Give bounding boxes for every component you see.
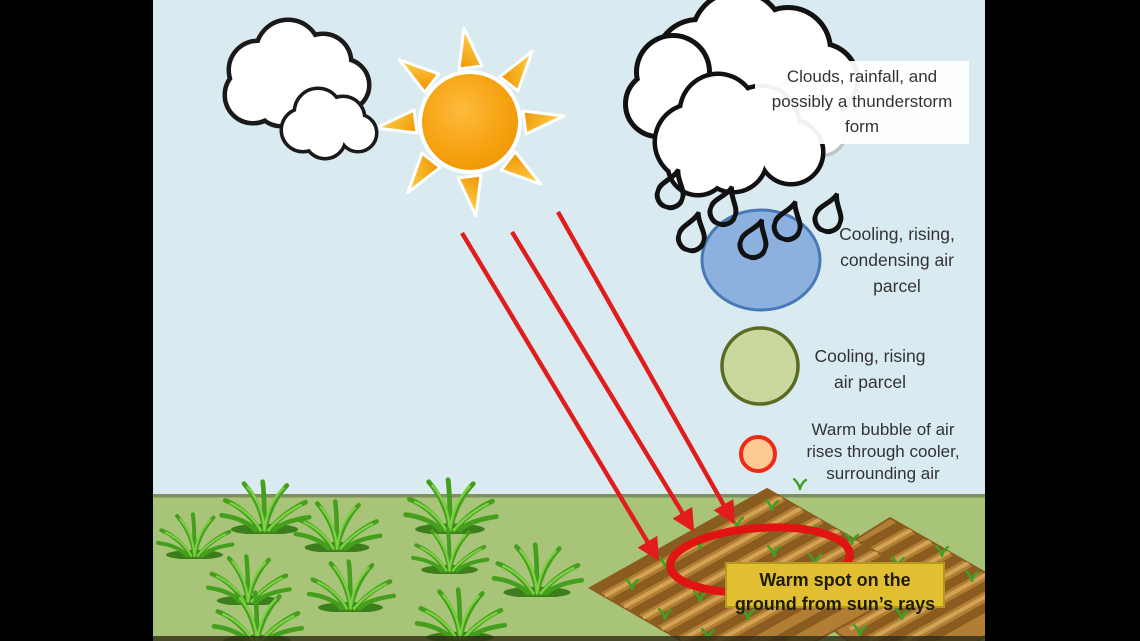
condensing-label-line: condensing air xyxy=(840,250,954,270)
storm-label-line: possibly a thunderstorm xyxy=(771,92,953,111)
bubble-label-line: rises through cooler, xyxy=(806,442,960,461)
warm-bubble-label: Warm bubble of air rises through cooler,… xyxy=(783,419,983,485)
condensing-parcel-icon xyxy=(700,208,822,312)
rising-label-line: air parcel xyxy=(834,372,906,392)
rising-label-line: Cooling, rising xyxy=(814,346,926,366)
warm-bubble-icon xyxy=(739,435,777,473)
condensing-parcel-label: Cooling, rising, condensing air parcel xyxy=(787,221,985,299)
warm-spot-label-line: ground from sun’s rays xyxy=(734,594,936,614)
storm-label-line: Clouds, rainfall, and xyxy=(786,67,938,86)
condensing-label-line: parcel xyxy=(873,276,921,296)
rising-parcel-icon xyxy=(720,326,800,406)
bottom-edge xyxy=(153,636,985,641)
cloud-icon xyxy=(222,17,379,161)
thunderstorm-diagram: Clouds, rainfall, and possibly a thunder… xyxy=(153,0,985,641)
storm-label-line: form xyxy=(845,117,879,136)
letterbox-right xyxy=(985,0,1140,641)
red-arrow-icons xyxy=(460,210,735,562)
horizon-line xyxy=(153,494,985,498)
condensing-label-line: Cooling, rising, xyxy=(839,224,955,244)
bubble-label-line: surrounding air xyxy=(826,464,940,483)
rising-parcel-label: Cooling, rising air parcel xyxy=(765,343,975,395)
bubble-label-line: Warm bubble of air xyxy=(811,420,955,439)
letterbox-left xyxy=(0,0,153,641)
sun-icon xyxy=(374,26,566,218)
warm-spot-label-line: Warm spot on the xyxy=(759,570,911,590)
warm-spot-label: Warm spot on the ground from sun’s rays xyxy=(725,562,945,614)
storm-label: Clouds, rainfall, and possibly a thunder… xyxy=(755,61,969,144)
